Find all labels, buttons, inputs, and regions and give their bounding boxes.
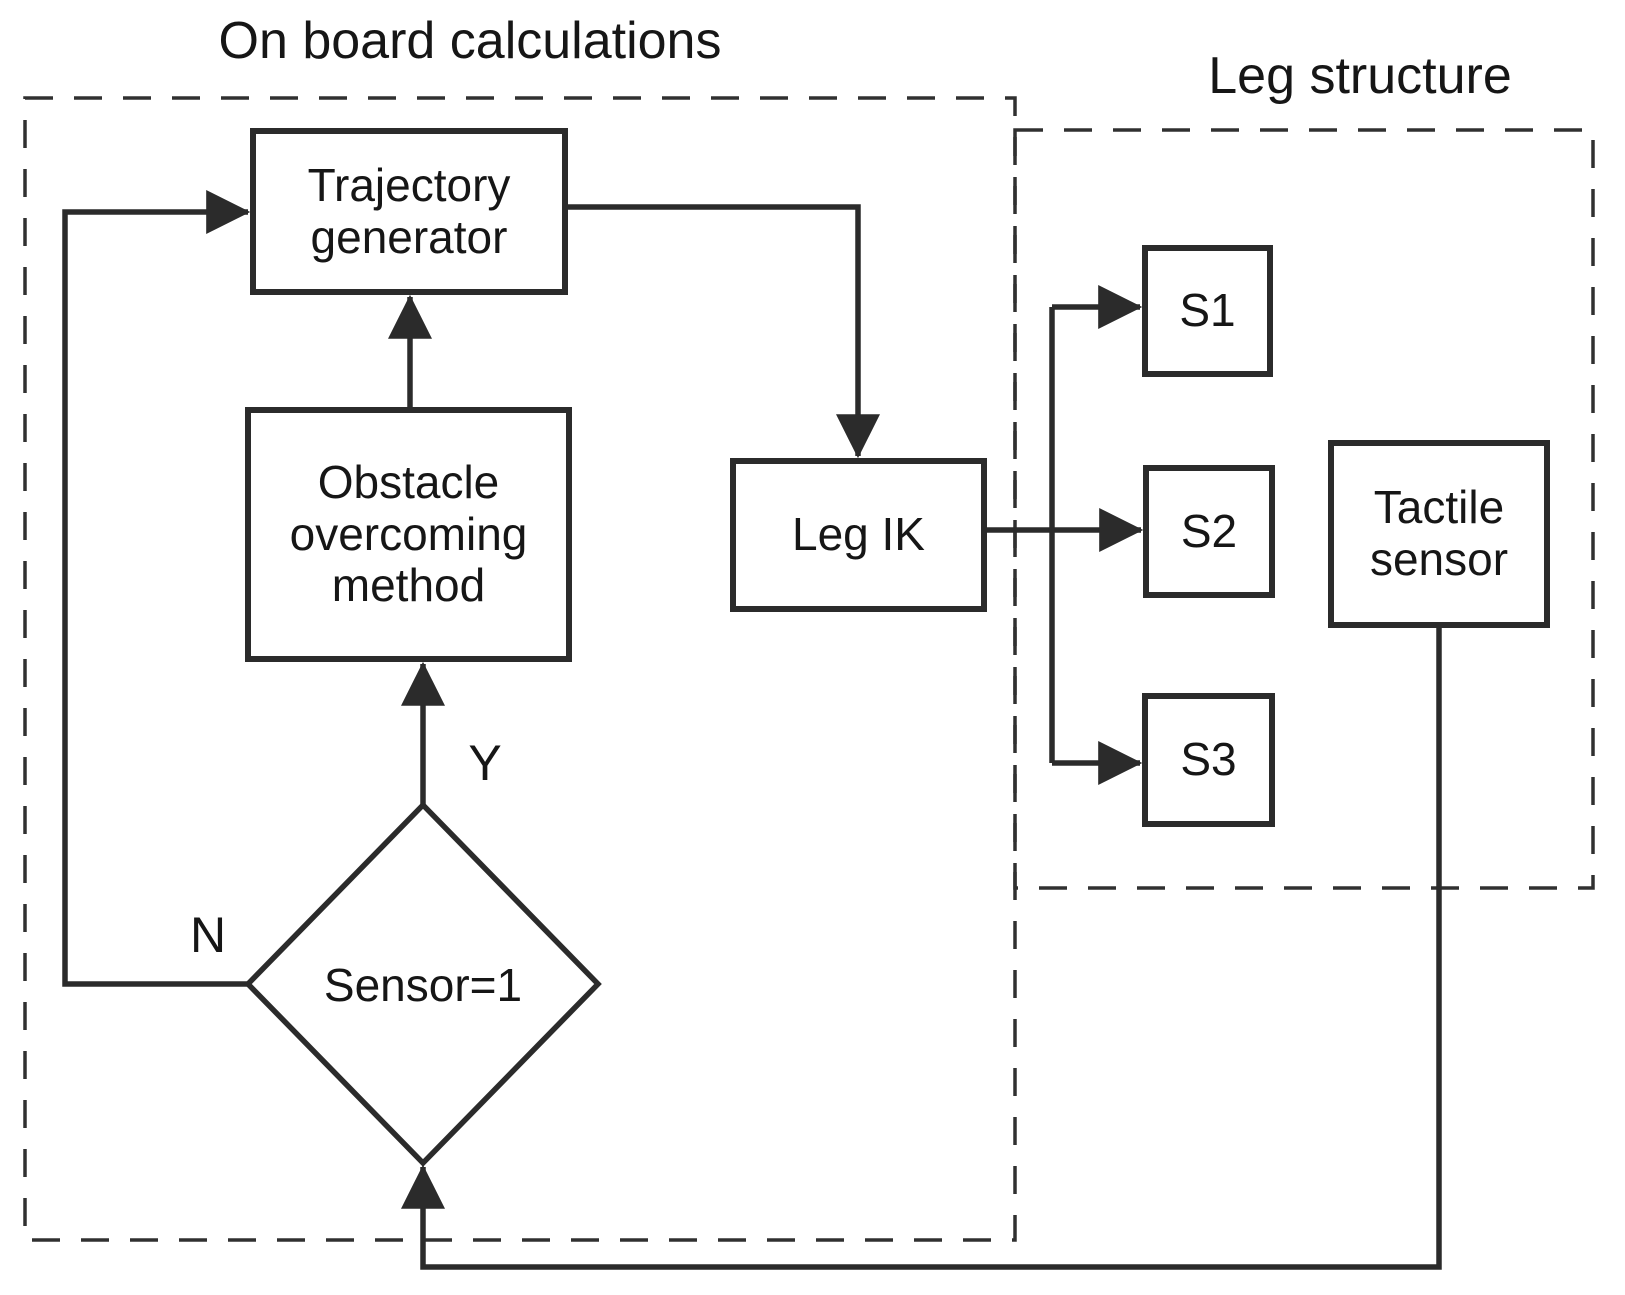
obstacle-overcoming-method-box: Obstacle overcoming method xyxy=(245,407,572,662)
onboard-calculations-title: On board calculations xyxy=(218,12,722,70)
edge-tactile-to-decision-arrow xyxy=(401,628,1442,1270)
edge-label-yes: Y xyxy=(468,735,502,791)
trajectory-generator-box: Trajectory generator xyxy=(250,128,568,295)
leg-structure-container xyxy=(1013,128,1595,890)
leg-ik-box: Leg IK xyxy=(730,458,987,612)
servo-s2-box: S2 xyxy=(1143,465,1275,598)
servo-s3-box: S3 xyxy=(1142,693,1275,827)
edge-trajectory-to-legik-arrow xyxy=(568,204,880,459)
decision-diamond-label: Sensor=1 xyxy=(323,959,523,1011)
edge-no-feedback-arrow xyxy=(62,190,251,987)
servo-s1-box: S1 xyxy=(1142,245,1273,377)
leg-structure-title: Leg structure xyxy=(1208,47,1512,105)
tactile-sensor-box: Tactile sensor xyxy=(1328,440,1550,628)
onboard-calculations-container xyxy=(23,96,1017,1242)
decision-diamond-shape xyxy=(244,801,602,1167)
edge-label-no: N xyxy=(189,907,227,963)
